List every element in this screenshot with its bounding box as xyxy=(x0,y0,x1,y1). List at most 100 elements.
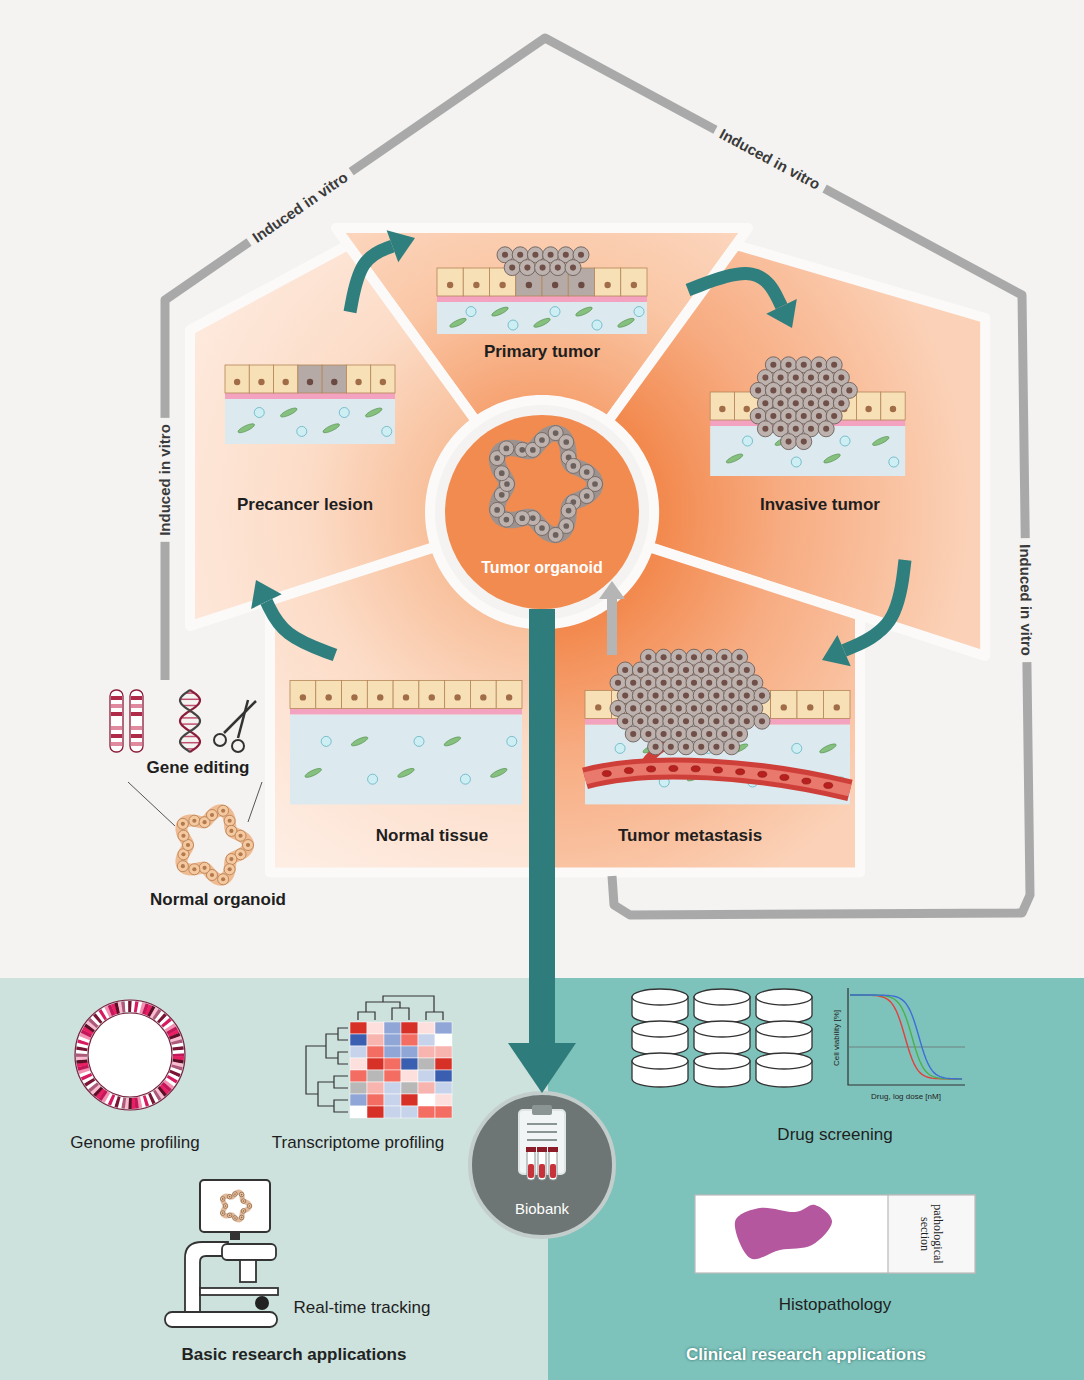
cell-nucleus xyxy=(645,654,651,660)
tumor-cell xyxy=(648,738,664,754)
cell-nucleus xyxy=(838,400,844,406)
cell-nucleus xyxy=(234,379,240,385)
cell-nucleus xyxy=(229,829,233,833)
cell-nucleus xyxy=(325,694,331,700)
cell-nucleus xyxy=(229,857,233,861)
cell-nucleus xyxy=(683,743,689,749)
immune-cell xyxy=(840,436,850,446)
tube-cap xyxy=(526,1147,536,1152)
heatmap-cell xyxy=(367,1022,384,1034)
well-top xyxy=(756,1053,812,1069)
cell-nucleus xyxy=(890,406,896,412)
cell-nucleus xyxy=(781,704,787,710)
immune-cell xyxy=(634,307,644,317)
cell-nucleus xyxy=(653,718,659,724)
heatmap-cell xyxy=(367,1094,384,1106)
immune-cell xyxy=(382,426,392,436)
immune-cell xyxy=(792,743,802,753)
chromosome-band xyxy=(131,712,142,716)
cell-nucleus xyxy=(808,400,814,406)
cell-nucleus xyxy=(777,375,783,381)
fibroblast xyxy=(533,317,552,329)
cell-nucleus xyxy=(181,834,185,838)
chromosome-band xyxy=(131,742,142,746)
organoid-cell xyxy=(548,527,563,542)
cell-nucleus xyxy=(706,705,712,711)
epithelial-cell xyxy=(274,365,298,393)
genome-band xyxy=(123,1001,124,1012)
dna-strand xyxy=(180,690,200,752)
monitor-icon xyxy=(200,1180,270,1232)
cell-nucleus xyxy=(834,704,840,710)
organoid-cell xyxy=(566,458,581,473)
organoid-cell xyxy=(579,465,594,480)
organoid-cell xyxy=(220,1211,225,1216)
shape-group xyxy=(0,978,548,1380)
epithelial-cell xyxy=(342,680,368,708)
cell-nucleus xyxy=(719,406,725,412)
cell-nucleus xyxy=(737,731,743,737)
cell-nucleus xyxy=(729,743,735,749)
cell-nucleus xyxy=(246,843,250,847)
shape-outline xyxy=(608,245,985,656)
heatmap-cell xyxy=(384,1082,401,1094)
genome-band xyxy=(136,1001,137,1012)
epithelial-cell xyxy=(621,268,647,296)
cell-nucleus xyxy=(566,508,572,514)
cell-nucleus xyxy=(584,469,590,475)
organoid-cell xyxy=(499,441,514,456)
heatmap-cell xyxy=(401,1022,418,1034)
genome-band xyxy=(173,1048,184,1049)
heatmap-cell xyxy=(435,1106,452,1118)
shape-group xyxy=(470,1093,614,1237)
cell-nucleus xyxy=(637,718,643,724)
cell-nucleus xyxy=(228,819,232,823)
stroma xyxy=(225,399,395,444)
well-top xyxy=(694,1053,750,1069)
fibroblast xyxy=(237,422,256,434)
scissors-handle xyxy=(214,734,226,746)
leader-line xyxy=(248,782,262,822)
organoid-cell xyxy=(218,805,229,816)
cell-nucleus xyxy=(793,400,799,406)
tumor-cell xyxy=(663,738,679,754)
cell-nucleus xyxy=(793,375,799,381)
organoid-cell xyxy=(239,1215,244,1220)
cell-nucleus xyxy=(229,1196,231,1198)
cell-nucleus xyxy=(630,705,636,711)
cell-nucleus xyxy=(801,387,807,393)
cell-nucleus xyxy=(706,654,712,660)
tumor-cell xyxy=(754,713,770,729)
cell-nucleus xyxy=(770,413,776,419)
tube-cap xyxy=(548,1147,558,1152)
clipboard-line xyxy=(527,1139,557,1141)
heatmap-cell xyxy=(384,1070,401,1082)
well-top xyxy=(694,1021,750,1037)
cell-nucleus xyxy=(553,532,559,538)
tumor-cell xyxy=(535,260,551,276)
organoid-cell xyxy=(490,502,505,517)
cell-nucleus xyxy=(785,439,791,445)
tube-sample xyxy=(539,1164,545,1178)
cell-nucleus xyxy=(552,282,558,288)
epithelial-cell xyxy=(470,680,496,708)
axis-label: Drug, log dose [nM] xyxy=(871,1092,941,1101)
cell-nucleus xyxy=(563,523,569,529)
tube-cap xyxy=(537,1147,547,1152)
heatmap-cell xyxy=(367,1082,384,1094)
epithelial-cell xyxy=(856,392,880,420)
cell-nucleus xyxy=(630,731,636,737)
shape-outline xyxy=(445,415,639,609)
cell-nucleus xyxy=(502,252,508,258)
tumor-cell xyxy=(780,434,796,450)
fibroblast xyxy=(617,317,636,329)
chromosome-band xyxy=(111,726,122,730)
cell-nucleus xyxy=(494,507,500,513)
epithelial-cell xyxy=(316,680,342,708)
epithelial-cell xyxy=(367,680,393,708)
cell-nucleus xyxy=(548,252,554,258)
heatmap-cell xyxy=(384,1046,401,1058)
cell-nucleus xyxy=(721,731,727,737)
cell-nucleus xyxy=(744,667,750,673)
